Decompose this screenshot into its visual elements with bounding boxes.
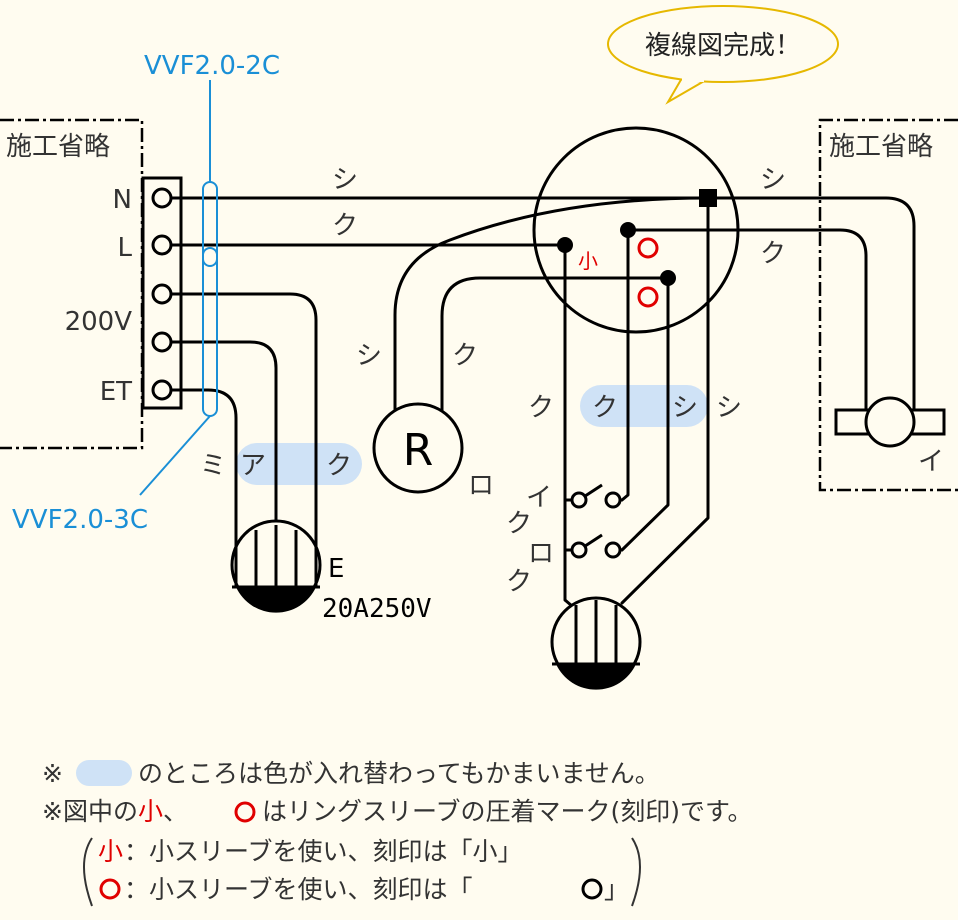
label-shi-top: シ	[332, 165, 358, 195]
note-paren-left	[83, 837, 93, 907]
joint-box	[532, 126, 740, 334]
pilot-lamp-label: R	[403, 425, 434, 476]
terminal-label-200v: 200V	[65, 307, 133, 337]
notes: ※ のところは色が入れ替わってもかまいません。 ※図中の小、 はリングスリーブの…	[42, 759, 753, 907]
joint-dot-l	[557, 237, 573, 253]
cable-2c-label: VVF2.0-2C	[144, 51, 280, 81]
left-omitted-label: 施工省略	[6, 132, 110, 162]
label-ku-switch-2: ク	[506, 567, 532, 597]
label-ku-switch-1: ク	[506, 509, 532, 539]
outlet-200v	[230, 519, 322, 613]
right-omitted-box	[818, 118, 958, 492]
wire-et	[169, 388, 238, 547]
terminal-label-l: L	[118, 233, 133, 263]
terminal-label-n: N	[113, 185, 132, 215]
note-line-4-b: ：小スリーブを使い、刻印は「	[124, 875, 473, 904]
wire-200v-2	[169, 340, 278, 527]
label-ku-top: ク	[332, 211, 358, 241]
label-ku-sw-2: ク	[592, 393, 618, 423]
label-shi-right: シ	[760, 165, 786, 195]
label-ro-pilot: ロ	[468, 471, 494, 501]
cable-3c-leader	[139, 415, 211, 496]
terminal-l	[151, 234, 173, 256]
terminal-et	[151, 379, 173, 401]
note-line-3-a: 小	[98, 837, 123, 866]
wire-pilot-shi	[393, 196, 710, 412]
wire-switch-ro	[620, 276, 670, 552]
switch-i-right	[604, 491, 622, 509]
note-line-1: のところは色が入れ替わってもかまいません。	[138, 759, 660, 788]
label-ku-sw-1: ク	[528, 393, 554, 423]
mark-small-label: 小	[578, 249, 598, 273]
note-line-4-c: 」	[604, 875, 629, 904]
switch-ro-left	[570, 541, 588, 559]
joint-dot-i	[620, 222, 636, 238]
mark-o-2	[637, 286, 659, 308]
label-i-switch: イ	[526, 483, 552, 513]
terminal-screws	[151, 187, 173, 401]
wire-200v-1	[169, 292, 318, 547]
wire-outlet2-shi	[620, 196, 710, 605]
note-asterisk-1: ※	[42, 759, 63, 788]
outlet-rating: 20A250V	[322, 594, 432, 624]
note-line-4-mark	[99, 878, 121, 900]
pilot-lamp	[372, 402, 464, 494]
label-ku-right: ク	[760, 239, 786, 269]
label-shi-sw-1: シ	[672, 393, 698, 423]
svg-text:※図中の小、: ※図中の小、	[42, 797, 188, 826]
joint-dot-ro	[660, 270, 676, 286]
note-line-2-b: 小	[138, 797, 163, 826]
wire-n-to-lamp	[169, 196, 916, 412]
note-highlight-swatch	[76, 760, 132, 786]
outlet-e-label: E	[328, 554, 344, 584]
label-shi-sw-2: シ	[716, 393, 742, 423]
sleeve-marks	[637, 237, 659, 308]
note-line-3-b: ：小スリーブを使い、刻印は「小」	[124, 837, 523, 866]
note-line-4-o-mark	[581, 878, 603, 900]
cable-3c-label: VVF2.0-3C	[12, 505, 148, 535]
label-shi-pilot: シ	[356, 341, 382, 371]
label-a-outlet: ア	[240, 451, 266, 481]
svg-text:：小スリーブを使い、刻印は「: ：小スリーブを使い、刻印は「	[124, 875, 473, 904]
switch-ro-right	[604, 541, 622, 559]
terminal-200v-2	[151, 331, 173, 353]
wires	[169, 196, 916, 605]
joint-dots	[557, 222, 676, 286]
switch-leads	[565, 498, 572, 552]
bubble-text: 複線図完成！	[645, 31, 801, 61]
lamp-bulb	[864, 396, 916, 448]
label-ku-pilot: ク	[452, 341, 478, 371]
cable-2c-loop	[202, 181, 218, 267]
note-line-2-c: 、	[163, 797, 188, 826]
note-line-2-a: ※図中の	[42, 797, 138, 826]
label-ku-outlet: ク	[326, 451, 352, 481]
right-omitted-label: 施工省略	[829, 132, 933, 162]
switch-i-left	[570, 491, 588, 509]
swap-highlight-outlet	[236, 443, 362, 485]
joint-square	[699, 189, 717, 207]
terminal-label-et: ET	[100, 377, 132, 407]
speech-bubble: 複線図完成！	[607, 5, 839, 105]
cables	[139, 80, 218, 496]
mark-o-1	[637, 237, 659, 259]
outlet-switch	[550, 596, 642, 690]
swap-highlight-switch	[580, 385, 708, 427]
note-paren-right	[631, 837, 641, 907]
label-i-lamp: イ	[918, 447, 944, 477]
note-line-2-d: はリングスリーブの圧着マーク(刻印)です。	[262, 797, 753, 826]
label-ro-switch: ロ	[528, 539, 554, 569]
label-mi-outlet: ミ	[200, 451, 226, 481]
terminal-200v-1	[151, 283, 173, 305]
terminal-n	[151, 187, 173, 209]
switches	[570, 483, 622, 559]
wire-pilot-ku	[440, 276, 670, 412]
wire-switch-i	[620, 228, 630, 502]
wire-to-lamp-i	[626, 228, 868, 412]
note-line-2-mark	[234, 801, 256, 823]
